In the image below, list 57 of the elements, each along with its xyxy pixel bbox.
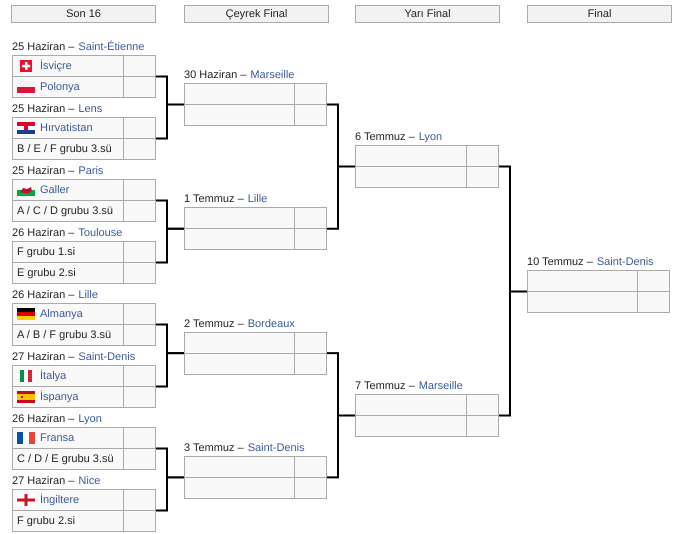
- venue-link: Paris: [78, 165, 104, 177]
- bracket-line: [499, 290, 527, 416]
- round-header: Çeyrek Final: [184, 5, 329, 23]
- team-link: Almanya: [40, 308, 83, 320]
- venue-link: Saint-Denis: [596, 256, 654, 268]
- venue-link: Marseille: [250, 69, 294, 81]
- team-link: Hırvatistan: [40, 122, 93, 134]
- match-date: 25 Haziran –: [12, 165, 74, 177]
- match-date: 6 Temmuz –: [355, 131, 415, 143]
- team-link: İspanya: [40, 391, 79, 403]
- match-date: 27 Haziran –: [12, 475, 74, 487]
- team-name: E grubu 2.si: [17, 267, 76, 279]
- venue-link: Saint-Denis: [248, 442, 305, 454]
- team-link: Fransa: [40, 432, 74, 444]
- bracket-line: [327, 166, 355, 230]
- team-name: F grubu 1.si: [17, 246, 76, 258]
- venue-link: Marseille: [418, 380, 463, 392]
- team-link: İngiltere: [40, 494, 80, 506]
- team-link: İtalya: [40, 370, 66, 382]
- match-date: 3 Temmuz –: [184, 442, 244, 454]
- bracket-line: [327, 414, 355, 478]
- venue-link: Toulouse: [78, 227, 122, 239]
- match-date: 1 Temmuz –: [184, 193, 244, 206]
- bracket-line: [156, 476, 184, 512]
- team-link: Galler: [40, 184, 70, 196]
- round-header: Final: [527, 5, 672, 23]
- venue-link: Saint-Denis: [78, 351, 136, 363]
- venue-link: Saint-Étienne: [78, 41, 144, 53]
- team-name: F grubu 2.si: [17, 515, 76, 527]
- match-date: 30 Haziran –: [184, 69, 246, 81]
- match-date: 7 Temmuz –: [355, 380, 415, 392]
- team-name: A / C / D grubu 3.sü: [17, 205, 113, 217]
- team-link: Polonya: [40, 81, 80, 93]
- venue-link: Lille: [248, 193, 268, 206]
- round-header: Son 16: [11, 5, 156, 23]
- team-name: A / B / F grubu 3.sü: [17, 329, 112, 341]
- match-date: 27 Haziran –: [12, 351, 74, 363]
- venue-link: Lille: [78, 289, 98, 301]
- venue-link: Lens: [78, 103, 102, 115]
- match-date: 2 Temmuz –: [184, 318, 244, 330]
- match-date: 25 Haziran –: [12, 41, 74, 53]
- venue-link: Lyon: [418, 131, 442, 143]
- round-header: Yarı Final: [355, 5, 500, 23]
- bracket-line: [156, 104, 184, 140]
- venue-link: Nice: [78, 475, 100, 487]
- match-date: 25 Haziran –: [12, 103, 74, 115]
- venue-link: Bordeaux: [248, 318, 295, 330]
- match-date: 10 Temmuz –: [527, 256, 593, 268]
- team-name: B / E / F grubu 3.sü: [17, 143, 112, 155]
- venue-link: Lyon: [78, 413, 102, 425]
- team-link: İsviçre: [40, 60, 72, 72]
- match-date: 26 Haziran –: [12, 289, 74, 301]
- match-date: 26 Haziran –: [12, 227, 74, 239]
- team-name: C / D / E grubu 3.sü: [17, 453, 114, 465]
- bracket-line: [156, 228, 184, 264]
- match-date: 26 Haziran –: [12, 413, 74, 425]
- bracket-line: [156, 352, 184, 388]
